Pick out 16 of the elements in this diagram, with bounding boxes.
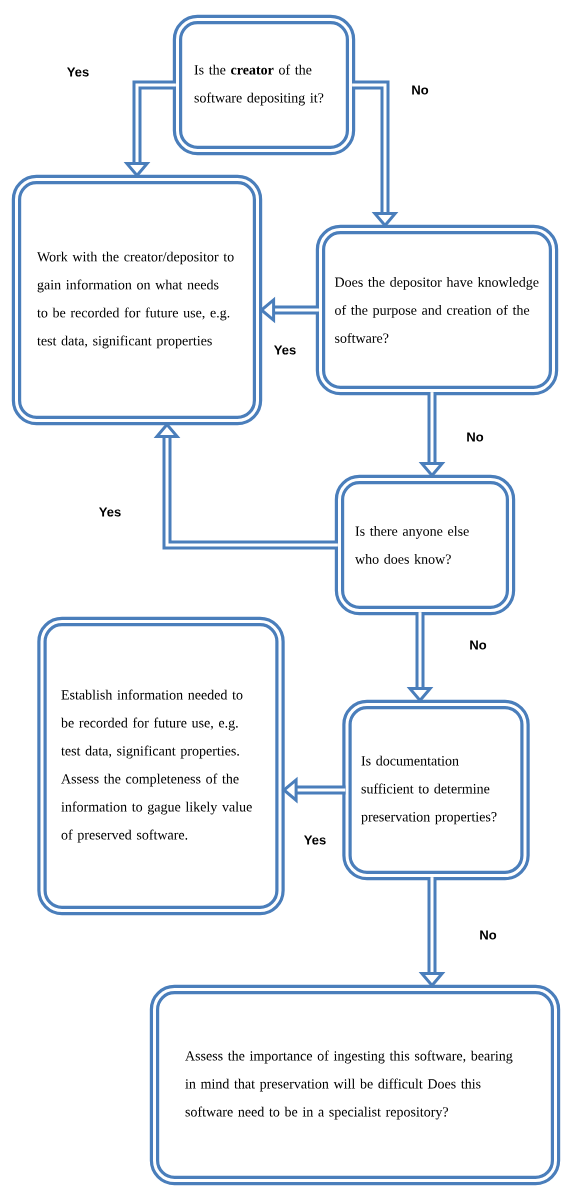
arrow <box>352 80 399 228</box>
process-box: Is the creator of the software depositing it? <box>172 14 356 156</box>
edge-label: Yes <box>67 67 89 77</box>
edge-label: Yes <box>304 835 326 845</box>
edge-label: Yes <box>99 507 121 517</box>
process-box: Establish information needed to be recorded for future use, e.g. test data, significant properties. Assess the completeness of the information to gague likely value of preserved software. <box>37 616 285 916</box>
edge-label: Yes <box>274 345 296 355</box>
process-box: Does the depositor have knowledge of the purpose and creation of the software? <box>315 224 559 396</box>
edge-label: No <box>412 85 429 95</box>
edge-label: No <box>480 930 497 940</box>
process-box: Assess the importance of ingesting this software, bearing in mind that preservation will be difficult Does this software need to be in a specialist repository? <box>149 984 561 1186</box>
process-box: Is there anyone else who does know? <box>334 474 516 616</box>
edge-label: No <box>467 432 484 442</box>
process-box: Is documentation sufficient to determine preservation properties? <box>342 699 530 881</box>
edge-label: No <box>470 640 487 650</box>
process-box: Work with the creator/depositor to gain information on what needs to be recorded for future use, e.g. test data, significant properties <box>11 174 263 426</box>
